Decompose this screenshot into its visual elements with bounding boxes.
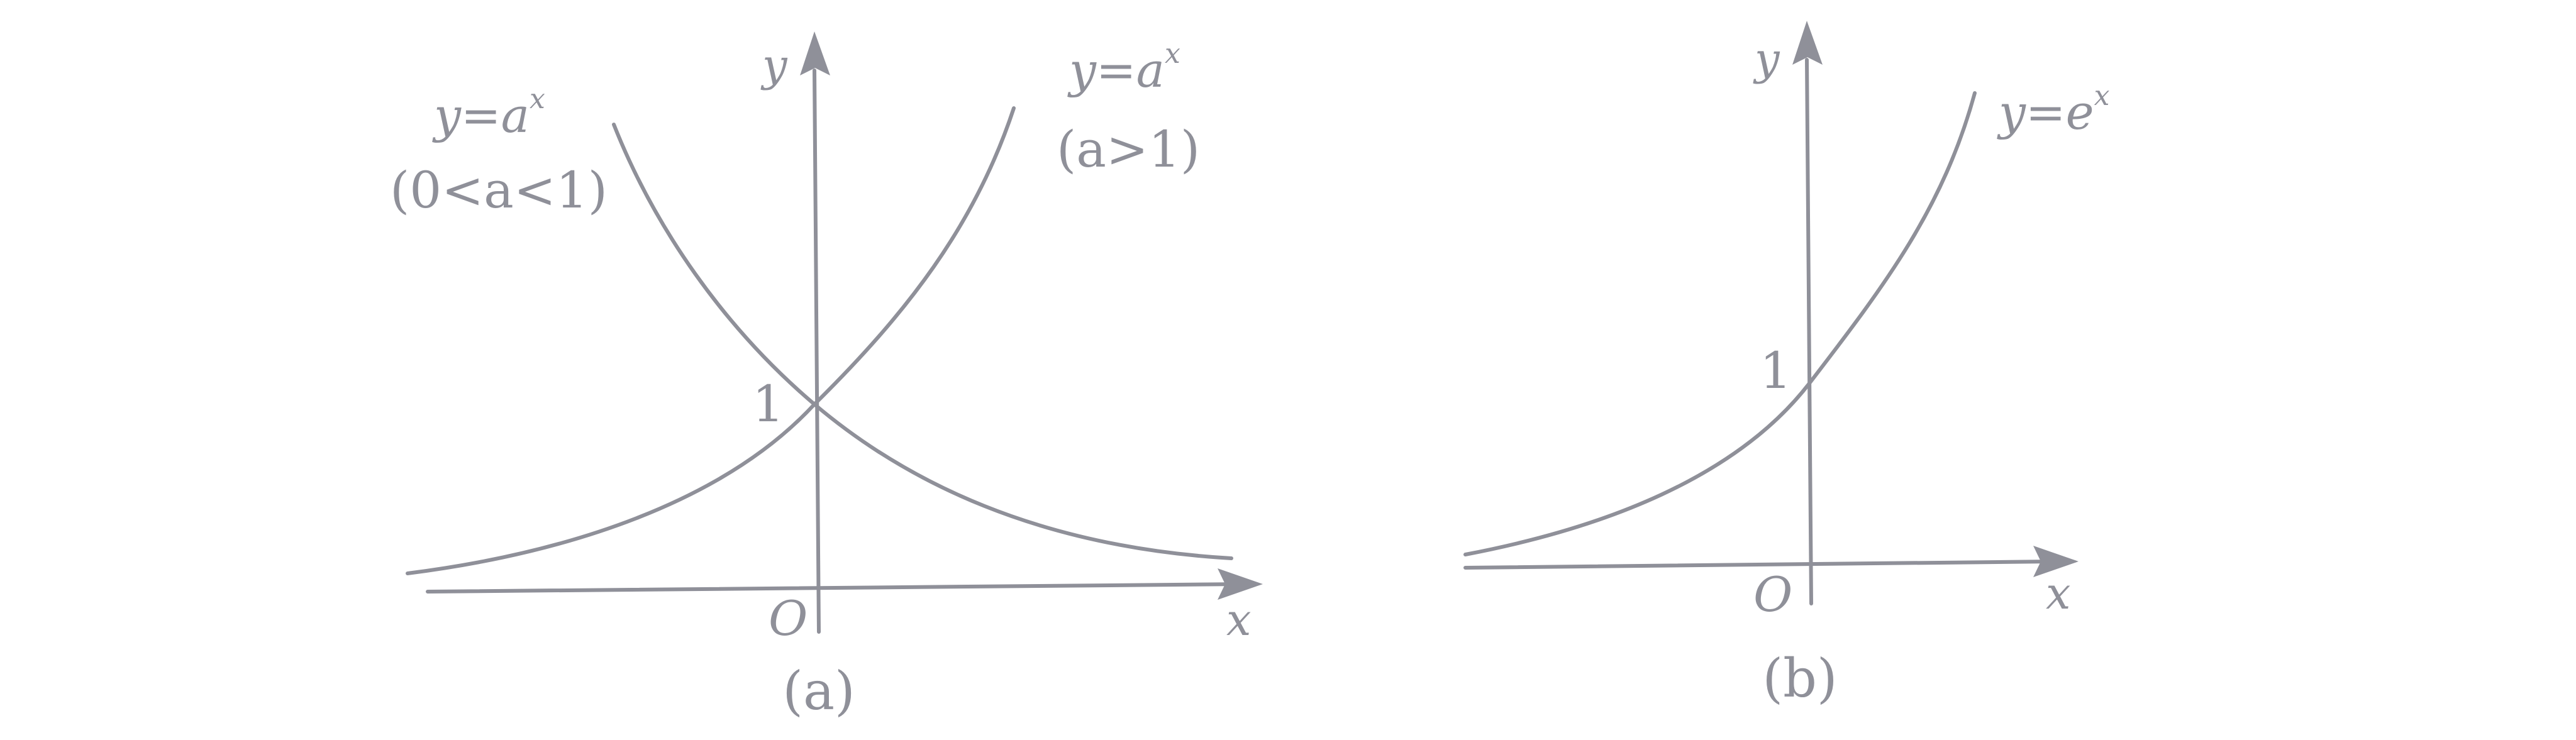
panel-a-increasing-curve	[406, 106, 1016, 575]
panel-a-y-axis-arrowhead	[800, 31, 830, 75]
panel-a-increasing-condition: (a>1)	[1057, 120, 1200, 179]
panel-b-y-axis	[1805, 58, 1813, 605]
panel-b-x-axis-arrowhead	[2033, 546, 2079, 577]
panel-a-x-axis-label: x	[1226, 594, 1251, 646]
panel-a-decreasing-curve	[612, 123, 1233, 560]
panel-a-caption: (a)	[782, 660, 855, 722]
panel-a-x-axis	[426, 582, 1244, 594]
panel-b-tick-one-label: 1	[1760, 341, 1792, 400]
panel-a-x-axis-arrowhead	[1218, 568, 1263, 600]
panel-a-tick-one-label: 1	[752, 375, 784, 433]
panel-a-y-axis-label: y	[760, 40, 788, 91]
panel-b-y-axis-label: y	[1753, 33, 1780, 85]
panel-b-equation-exp: x	[2094, 80, 2110, 112]
panel-b-x-axis-label: x	[2046, 568, 2070, 619]
panel-b-equation: y=ex	[1997, 80, 2110, 140]
panel-a-increasing-equation-exp: x	[1165, 38, 1180, 70]
panel-a-decreasing-equation-exp: x	[530, 83, 545, 115]
panel-a-increasing-equation-lhs: y=a	[1067, 42, 1165, 98]
panel-b: y x O 1 y=ex (b)	[1463, 21, 2110, 709]
panel-b-caption: (b)	[1762, 648, 1837, 709]
panel-a-decreasing-equation-lhs: y=a	[432, 87, 530, 143]
panel-a-decreasing-equation: y=ax	[432, 83, 545, 143]
panel-a-decreasing-condition: (0<a<1)	[390, 161, 608, 219]
panel-a: y x O 1 y=ax (0<a<1) y=ax (a>1) (a)	[390, 31, 1263, 722]
panel-b-origin-label: O	[1753, 566, 1792, 622]
panel-b-y-axis-arrowhead	[1792, 21, 1823, 65]
panel-a-origin-label: O	[769, 590, 808, 646]
panel-a-increasing-equation: y=ax	[1067, 38, 1180, 98]
panel-b-equation-lhs: y=e	[1997, 84, 2094, 140]
panel-a-y-axis	[813, 69, 821, 634]
panel-b-exponential-curve	[1463, 91, 1977, 556]
panel-b-x-axis	[1463, 560, 2055, 570]
